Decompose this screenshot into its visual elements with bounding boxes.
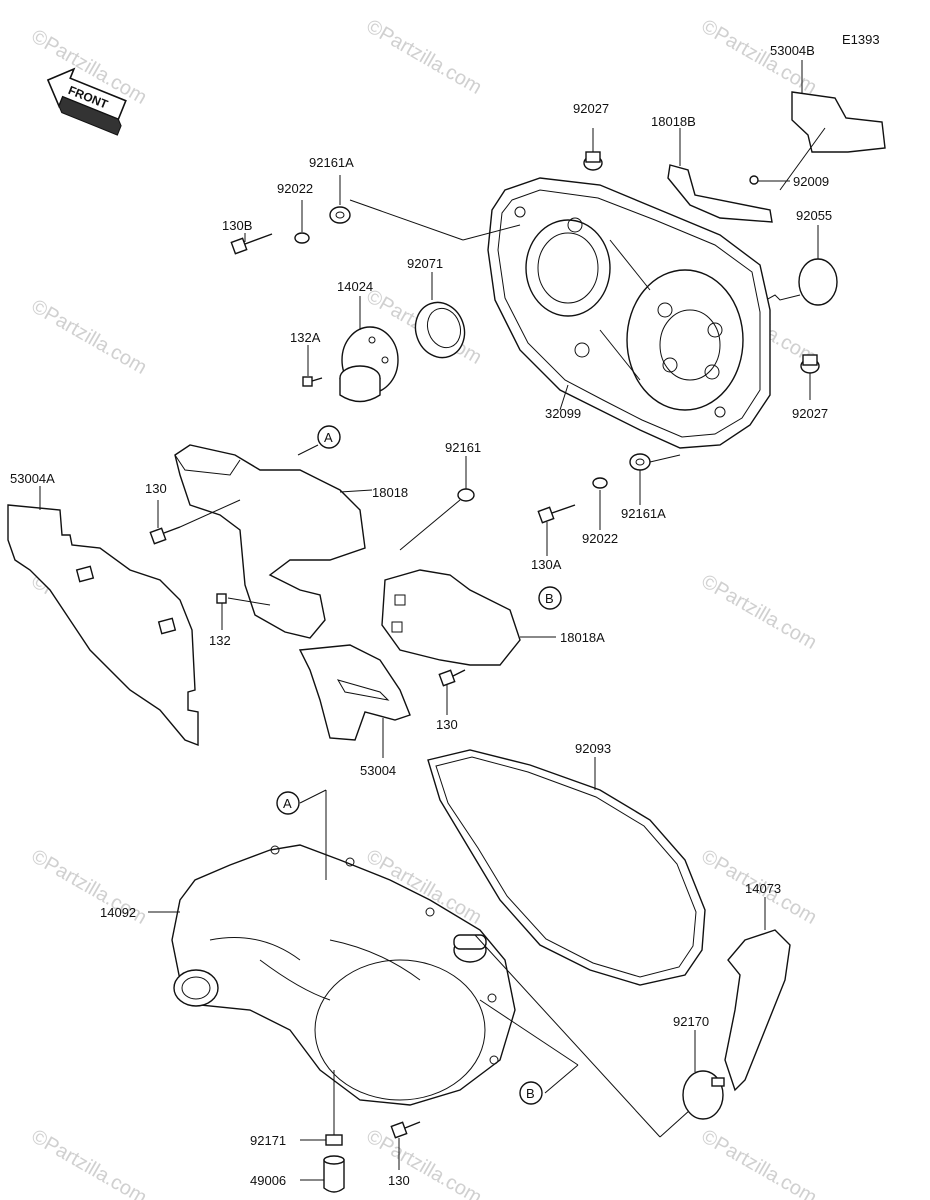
watermark: ©Partzilla.com [28,295,151,379]
label-18018A: 18018A [560,630,605,645]
label-14073: 14073 [745,881,781,896]
collar-92161 [399,456,475,551]
bracket-18018B [667,128,773,223]
label-18018: 18018 [372,485,408,500]
fitting-92171 [300,1070,343,1146]
callout-b-label: B [526,1086,535,1101]
collar-92161A-mid [629,453,681,505]
label-92170: 92170 [673,1014,709,1029]
diagram-code: E1393 [842,32,880,47]
callout-a-bottom: A [276,791,300,815]
grommet-92027-right [800,354,820,400]
label-14024: 14024 [337,279,373,294]
label-92009: 92009 [793,174,829,189]
cap-49006 [300,1155,345,1193]
watermark: ©Partzilla.com [28,1125,151,1200]
seal-92071 [414,272,466,359]
watermark: ©Partzilla.com [698,570,821,654]
callout-b-bottom: B [519,1081,543,1105]
label-132A: 132A [290,330,321,345]
grommet-92027-top [583,128,603,171]
label-130-left: 130 [145,481,167,496]
label-49006: 49006 [250,1173,286,1188]
heat-shield-53004A [7,486,199,747]
label-53004: 53004 [360,763,396,778]
label-132: 132 [209,633,231,648]
label-130-mid: 130 [436,717,458,732]
watermark: ©Partzilla.com [363,1125,486,1200]
callout-a-top: A [317,425,341,449]
label-53004B: 53004B [770,43,815,58]
clutch-cover-14092 [148,789,691,1138]
label-92027-top: 92027 [573,101,609,116]
screw-92009 [749,175,790,185]
label-130A: 130A [531,557,562,572]
callout-b-label: B [545,591,554,606]
label-18018B: 18018B [651,114,696,129]
collar-92161A-top [329,175,351,224]
clamp-92170 [682,1030,725,1120]
label-92093: 92093 [575,741,611,756]
label-92161A-top: 92161A [309,155,354,170]
label-53004A: 53004A [10,471,55,486]
bolt-130-left [149,499,241,545]
bracket-18018A [381,569,556,666]
label-92071: 92071 [407,256,443,271]
bolt-130B [230,233,273,255]
callout-a-label: A [324,430,333,445]
label-92161: 92161 [445,440,481,455]
bolt-130-mid [438,669,466,715]
bolt-132A [302,345,323,387]
o-ring-92055 [754,225,838,307]
washer-92022-top [294,200,310,244]
label-92022-top: 92022 [277,181,313,196]
heat-shield-53004 [298,644,411,758]
label-92171: 92171 [250,1133,286,1148]
washer-92022-mid [592,477,608,530]
gasket-92093 [427,749,706,986]
callout-b-top: B [538,586,562,610]
duct-14024 [339,296,399,403]
inner-cover-32099 [349,177,771,449]
label-130B: 130B [222,218,252,233]
bolt-130-bottom [390,1121,421,1170]
label-32099: 32099 [545,406,581,421]
label-130-bottom: 130 [388,1173,410,1188]
watermark: ©Partzilla.com [363,15,486,99]
label-92027-right: 92027 [792,406,828,421]
hose-14073 [724,897,791,1092]
label-92022-mid: 92022 [582,531,618,546]
heat-shield-53004B [779,60,886,191]
part-labels: 53004B 92027 18018B 92009 92161A 92022 1… [10,43,832,1188]
bolt-130A [537,504,576,556]
callout-a-label: A [283,796,292,811]
label-14092: 14092 [100,905,136,920]
watermark: ©Partzilla.com [698,1125,821,1200]
label-92055: 92055 [796,208,832,223]
bolt-132 [216,593,271,630]
label-92161A-mid: 92161A [621,506,666,521]
bracket-18018 [174,444,373,639]
